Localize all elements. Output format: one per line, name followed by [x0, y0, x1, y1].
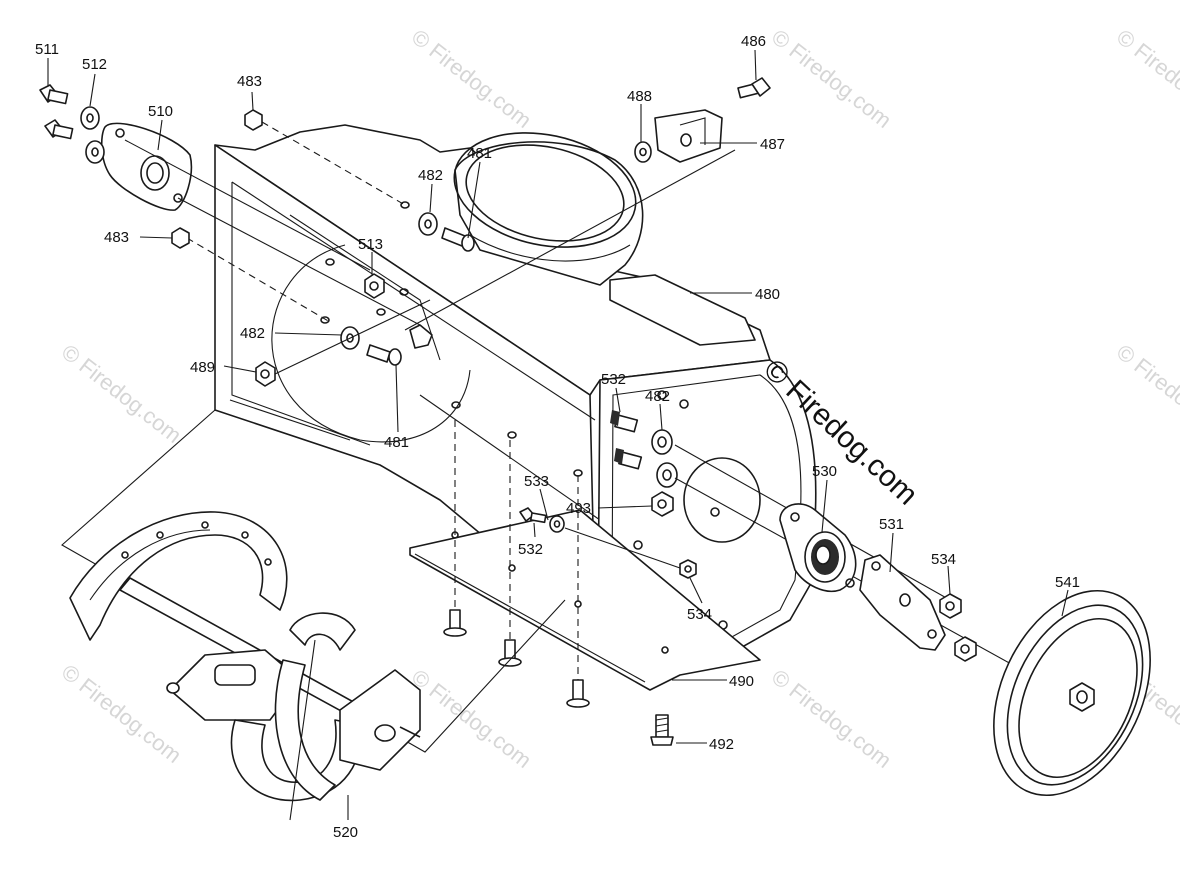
- bolt-511-set: [39, 84, 74, 140]
- callout-483: 483: [104, 229, 129, 246]
- bolt-533: [519, 507, 547, 524]
- callout-520: 520: [333, 824, 358, 841]
- callout-483: 483: [237, 73, 262, 90]
- watermark-text: © Firedog.com: [767, 24, 896, 133]
- callout-530: 530: [812, 463, 837, 480]
- hex-nut: [954, 636, 977, 662]
- bolt-492: [650, 714, 674, 746]
- carriage-bolts: [443, 420, 590, 708]
- hex-nut-493: [651, 491, 674, 517]
- bolts-532-upper: [610, 410, 643, 470]
- watermark-text: © Firedog.com: [407, 24, 536, 133]
- callout-482: 482: [418, 167, 443, 184]
- bearing-plate-left: [100, 122, 193, 211]
- callout-511: 511: [35, 41, 59, 58]
- watermark-text: © Firedog.com: [1112, 339, 1180, 448]
- washer-488: [634, 141, 652, 163]
- callout-480: 480: [755, 286, 780, 303]
- hex-nut: [244, 109, 263, 131]
- bolt-486: [737, 77, 771, 99]
- callout-533: 533: [524, 473, 549, 490]
- callout-489: 489: [190, 359, 215, 376]
- callout-481: 481: [384, 434, 409, 451]
- callout-labels: 511 512 510 483 483 481 482 513 482 489 …: [35, 33, 1080, 841]
- watermark-text: © Firedog.com: [1112, 24, 1180, 133]
- side-plate-opening: [683, 457, 761, 543]
- washer-512-set: [80, 106, 105, 164]
- chute-bracket: [654, 109, 723, 163]
- callout-513: 513: [358, 236, 383, 253]
- bearing-housing: [779, 503, 857, 592]
- callout-493: 493: [566, 500, 591, 517]
- pulley: [993, 589, 1151, 797]
- shave-plate: [409, 509, 761, 691]
- bearing-bracket: [859, 554, 946, 651]
- callout-481: 481: [467, 145, 492, 162]
- hex-nut: [364, 273, 385, 299]
- callout-532: 532: [518, 541, 543, 558]
- leader-lines: [47, 49, 1069, 820]
- callout-532: 532: [601, 371, 626, 388]
- watermark-text: © Firedog.com: [767, 664, 896, 773]
- callout-490: 490: [729, 673, 754, 690]
- hex-nut: [255, 361, 276, 387]
- callout-487: 487: [760, 136, 785, 153]
- callout-512: 512: [82, 56, 107, 73]
- callout-541: 541: [1055, 574, 1080, 591]
- callout-531: 531: [879, 516, 904, 533]
- callout-492: 492: [709, 736, 734, 753]
- callout-534: 534: [687, 606, 712, 623]
- callout-482: 482: [645, 388, 670, 405]
- hex-nut: [679, 559, 697, 579]
- washer-532-lower: [549, 515, 565, 533]
- callout-534: 534: [931, 551, 956, 568]
- chute-opening: [453, 132, 644, 286]
- hex-nut: [939, 593, 962, 619]
- watermark-text: © Firedog.com: [407, 664, 536, 773]
- callout-510: 510: [148, 103, 173, 120]
- hex-nut: [171, 227, 190, 249]
- watermark-text: © Firedog.com: [57, 659, 186, 768]
- watermark-text: © Firedog.com: [57, 339, 186, 448]
- callout-488: 488: [627, 88, 652, 105]
- auger-assembly: [61, 409, 566, 821]
- callout-486: 486: [741, 33, 766, 50]
- callout-482: 482: [240, 325, 265, 342]
